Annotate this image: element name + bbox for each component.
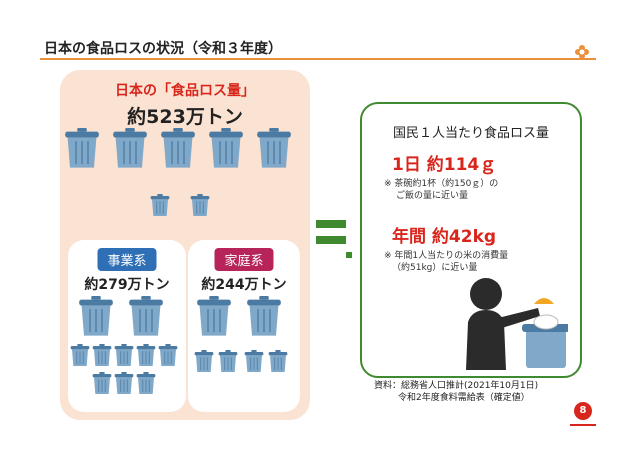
- trash-can-icon: [92, 344, 112, 371]
- trash-can-icon: [114, 344, 134, 371]
- household-amount: 約244万トン: [201, 277, 287, 293]
- page-number: 8: [574, 402, 592, 420]
- trash-can-icon: [64, 128, 100, 173]
- daily-note-2: ご飯の量に近い量: [396, 191, 469, 201]
- total-label: 日本の「食品ロス量」: [115, 83, 255, 99]
- per-capita-panel: 国民１人当たり食品ロス量 1日 約114ｇ ※ 茶碗約1杯（約150ｇ）の ご飯…: [360, 102, 582, 378]
- flower-icon: [575, 45, 589, 59]
- page-number-underline: [570, 424, 596, 426]
- yearly-note-1: ※ 年間1人当たりの米の消費量: [384, 251, 509, 261]
- trash-can-icon: [246, 296, 282, 341]
- trash-can-icon: [256, 128, 292, 173]
- trash-can-icon: [196, 296, 232, 341]
- trash-can-icon: [160, 128, 196, 173]
- trash-can-icon: [158, 344, 178, 371]
- business-panel: 事業系 約279万トン: [68, 240, 186, 412]
- trash-can-icon: [268, 350, 288, 377]
- trash-can-icon: [114, 372, 134, 399]
- trash-can-icon: [70, 344, 90, 371]
- per-capita-heading: 国民１人当たり食品ロス量: [392, 126, 549, 141]
- trash-can-icon: [112, 128, 148, 173]
- trash-can-icon: [78, 296, 114, 341]
- food-loss-total-panel: 日本の「食品ロス量」 約523万トン 事業系 約279万トン 家庭系 約244万…: [60, 70, 310, 420]
- business-amount: 約279万トン: [84, 277, 170, 293]
- total-amount: 約523万トン: [127, 106, 243, 128]
- equals-icon: [316, 218, 352, 258]
- trash-can-icon: [194, 350, 214, 377]
- business-badge: 事業系: [97, 248, 157, 271]
- household-badge: 家庭系: [214, 248, 274, 271]
- trash-can-icon: [218, 350, 238, 377]
- daily-note-1: ※ 茶碗約1杯（約150ｇ）の: [384, 179, 499, 189]
- yearly-note-2: （約51kg）に近い量: [392, 263, 478, 273]
- trash-can-icon: [136, 344, 156, 371]
- trash-can-icon: [150, 194, 170, 221]
- trash-can-icon: [136, 372, 156, 399]
- trash-can-icon: [244, 350, 264, 377]
- household-panel: 家庭系 約244万トン: [188, 240, 300, 412]
- trash-can-icon: [190, 194, 210, 221]
- yearly-stat: 年間 約42kg: [392, 227, 497, 247]
- trash-can-icon: [92, 372, 112, 399]
- person-discarding-food-illustration: [466, 278, 568, 370]
- page-title: 日本の食品ロスの状況（令和３年度）: [44, 41, 282, 57]
- trash-can-icon: [208, 128, 244, 173]
- source-note: 資料：総務省人口推計(2021年10月1日) 令和2年度食料需給表（確定値）: [374, 380, 538, 404]
- source-line-1: 資料：総務省人口推計(2021年10月1日): [374, 381, 539, 391]
- source-line-2: 令和2年度食料需給表（確定値）: [398, 393, 530, 403]
- daily-stat: 1日 約114ｇ: [392, 155, 497, 175]
- trash-can-icon: [128, 296, 164, 341]
- title-underline: [40, 58, 596, 60]
